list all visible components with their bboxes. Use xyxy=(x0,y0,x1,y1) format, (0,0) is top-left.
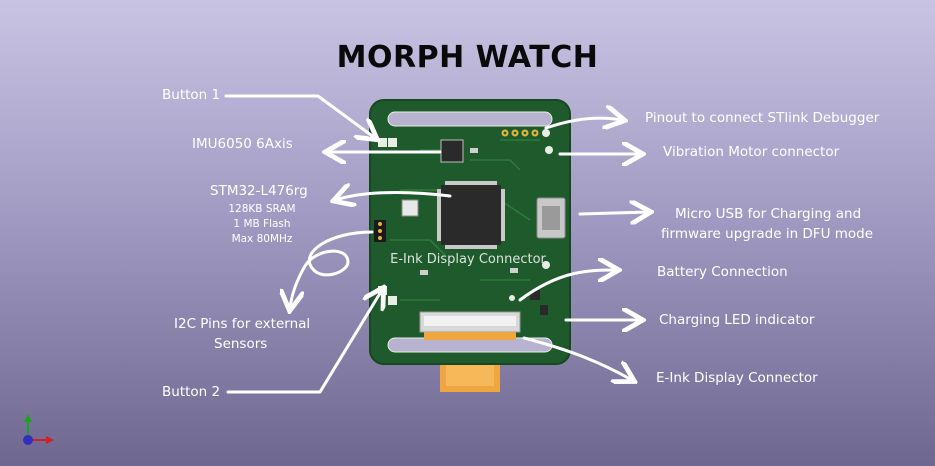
label-i2c-line1: I2C Pins for external xyxy=(174,316,311,332)
arrow-i2c xyxy=(290,230,374,308)
arrow-mcu xyxy=(336,193,452,200)
label-mcu: STM32-L476rg xyxy=(210,183,308,199)
label-i2c-line2: Sensors xyxy=(214,336,268,352)
arrow-button2 xyxy=(226,290,382,394)
label-eink: E-Ink Display Connector xyxy=(656,370,818,386)
battery-pad xyxy=(542,261,550,269)
label-usb-line1: Micro USB for Charging and xyxy=(675,206,862,222)
label-battery: Battery Connection xyxy=(657,264,788,280)
button1-pad xyxy=(378,138,387,147)
label-mcu-flash: 1 MB Flash xyxy=(233,218,291,230)
label-mcu-max: Max 80MHz xyxy=(231,233,293,245)
label-mcu-sram: 128KB SRAM xyxy=(228,203,296,215)
i2c-header xyxy=(374,220,386,242)
page-title: MORPH WATCH xyxy=(336,40,599,75)
arrow-eink xyxy=(522,336,632,380)
label-charging-led: Charging LED indicator xyxy=(659,312,815,328)
arrow-battery xyxy=(518,270,616,302)
label-usb-line2: firmware upgrade in DFU mode xyxy=(661,226,874,242)
pcb-board xyxy=(369,99,571,365)
label-button1: Button 1 xyxy=(162,87,221,103)
vibration-pad xyxy=(545,146,553,154)
arrow-button1 xyxy=(224,94,375,138)
imu-chip xyxy=(440,139,464,163)
mcu-chip xyxy=(441,185,501,245)
label-vibration: Vibration Motor connector xyxy=(663,144,840,160)
arrow-stlink xyxy=(544,118,622,128)
axis-gizmo-icon xyxy=(23,414,54,445)
arrow-usb xyxy=(578,212,648,214)
stlink-pads xyxy=(501,129,550,137)
label-imu: IMU6050 6Axis xyxy=(192,136,293,152)
label-button2: Button 2 xyxy=(162,384,221,400)
label-stlink: Pinout to connect STlink Debugger xyxy=(645,110,880,126)
board-overlay-label: E-Ink Display Connector xyxy=(390,252,546,267)
